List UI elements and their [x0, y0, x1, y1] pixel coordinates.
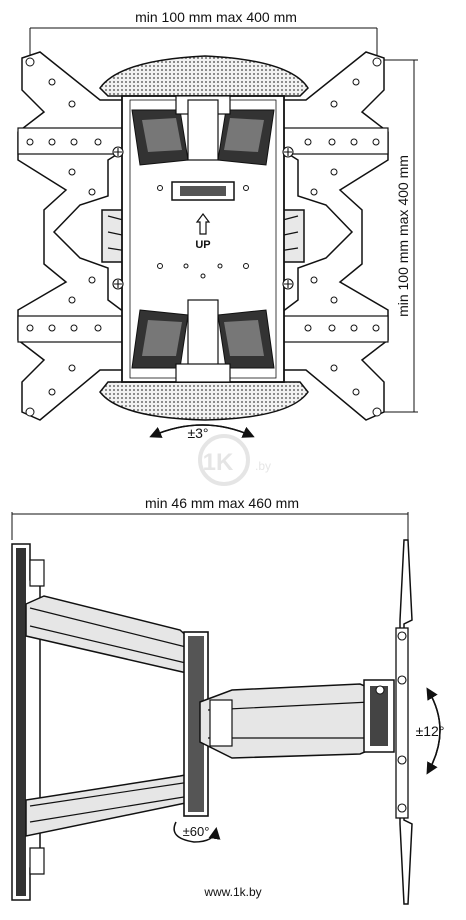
watermark-logo: 1K .by — [198, 434, 271, 486]
swivel-label: ±60° — [183, 824, 210, 839]
height-dimension: min 100 mm max 400 mm — [377, 59, 418, 413]
side-tilt-label: ±12° — [416, 723, 445, 739]
bottom-cover — [99, 381, 309, 421]
upper-arm-joints — [131, 95, 275, 166]
front-tilt-label: ±3° — [187, 425, 208, 441]
width-label: min 100 mm max 400 mm — [135, 9, 297, 25]
footer-site: www.1k.by — [203, 885, 261, 899]
extension-label: min 46 mm max 460 mm — [145, 495, 299, 511]
side-view: min 46 mm max 460 mm ±60° — [11, 495, 445, 905]
up-label: UP — [195, 239, 210, 251]
watermark-logo-suffix: .by — [255, 459, 271, 473]
top-cover — [99, 55, 309, 97]
front-view: min 100 mm max 400 mm min 100 mm max 400… — [17, 9, 418, 441]
extension-dimension: min 46 mm max 460 mm — [11, 495, 409, 540]
screws — [112, 146, 294, 290]
swivel-arrow-icon — [173, 821, 221, 843]
watermark-logo-text: 1K — [203, 449, 234, 476]
height-label: min 100 mm max 400 mm — [395, 155, 411, 317]
mounting-holes — [25, 57, 382, 417]
upper-arm — [25, 595, 201, 677]
up-arrow-icon — [195, 213, 211, 235]
width-dimension: min 100 mm max 400 mm — [29, 9, 378, 62]
lower-arm-joints — [131, 299, 275, 383]
